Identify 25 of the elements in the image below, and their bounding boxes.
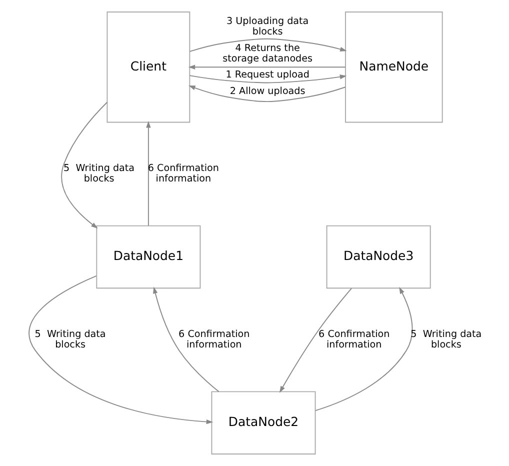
edge-label: 6 Confirmation information: [178, 329, 250, 351]
edge-label: 5 Writing data blocks: [34, 329, 106, 351]
edge-label: 5 Writing data blocks: [410, 329, 482, 351]
arrow: [278, 288, 352, 393]
edge-label: 2 Allow uploads: [229, 86, 305, 97]
arrow: [188, 74, 346, 84]
node-box: DataNode1: [96, 225, 200, 289]
edge-label: 3 Uploading data blocks: [226, 16, 308, 38]
edge-label: 6 Confirmation information: [147, 163, 218, 185]
arrow: [188, 86, 346, 102]
arrow: [146, 120, 150, 226]
node-box: DataNode3: [326, 225, 430, 289]
edge-label: 4 Returns the storage datanodes: [222, 42, 312, 64]
arrow: [188, 64, 346, 70]
edge-label: 6 Confirmation information: [318, 329, 390, 351]
arrow: [314, 287, 412, 412]
arrow: [28, 275, 213, 424]
edge-label: 1 Request upload: [225, 70, 309, 81]
edge-label: 5 Writing data blocks: [63, 163, 134, 185]
arrow: [152, 286, 219, 392]
node-box: DataNode2: [210, 391, 316, 454]
arrow: [60, 102, 108, 229]
arrow: [188, 38, 346, 52]
node-box: Client: [106, 12, 190, 123]
node-box: NameNode: [344, 12, 442, 123]
